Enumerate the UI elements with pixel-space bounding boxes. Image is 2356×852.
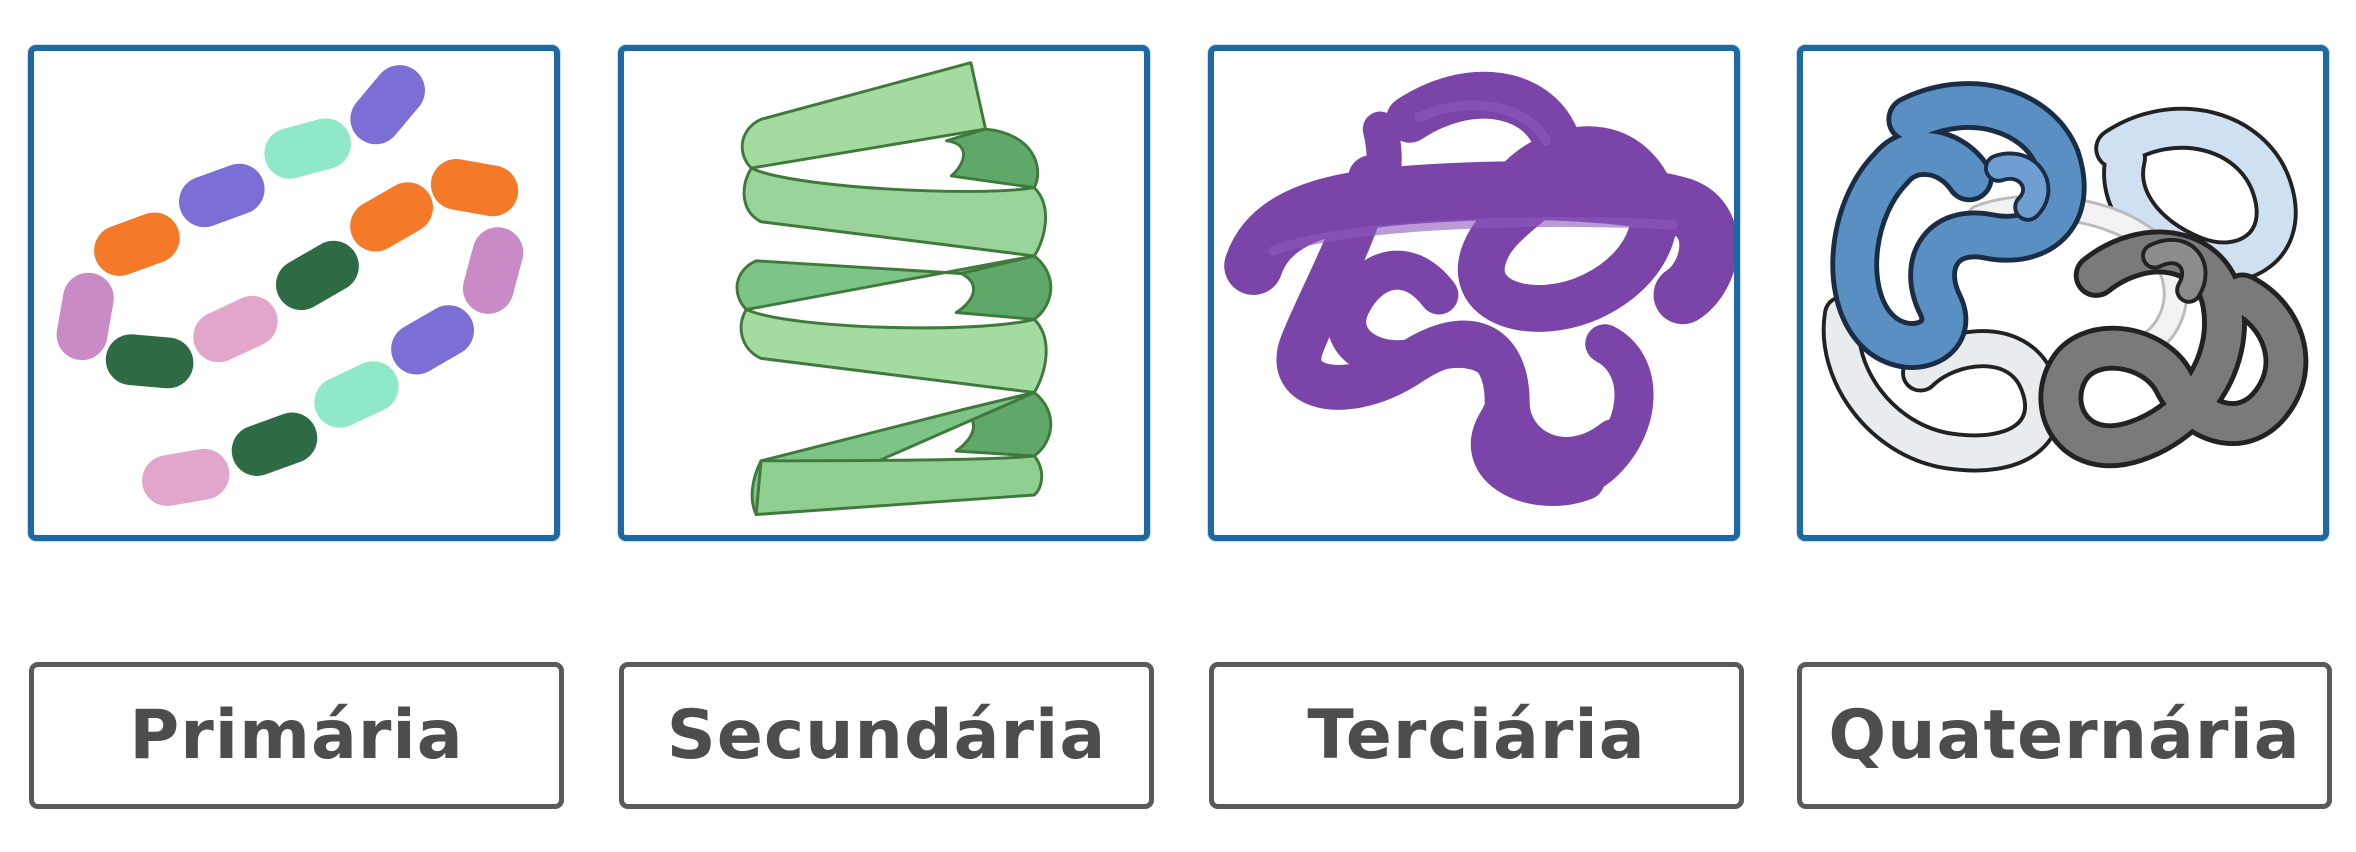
bead xyxy=(231,412,318,476)
bead xyxy=(142,448,230,507)
bead xyxy=(350,182,434,252)
tertiary-structure-illustration xyxy=(1224,71,1734,506)
bead xyxy=(193,295,278,363)
quaternary-structure-illustration xyxy=(1821,81,2309,473)
bead xyxy=(56,272,114,361)
bead xyxy=(94,212,180,276)
bead xyxy=(462,227,524,314)
label-primary-text: Primária xyxy=(129,696,464,775)
label-tertiary-text: Terciária xyxy=(1307,696,1646,775)
label-secondary: Secundária xyxy=(619,662,1154,809)
bead xyxy=(178,163,265,228)
label-tertiary: Terciária xyxy=(1209,662,1744,809)
quaternary-structure-panel xyxy=(1797,45,2329,541)
light-subunit-back xyxy=(1821,106,2298,473)
primary-structure-panel xyxy=(28,45,560,541)
bead xyxy=(350,65,425,145)
label-primary: Primária xyxy=(29,662,564,809)
bead xyxy=(264,118,351,179)
bead xyxy=(314,361,399,428)
bead xyxy=(105,334,194,389)
folded-polypeptide xyxy=(1224,71,1734,506)
fold-highlights xyxy=(1268,100,1678,256)
label-secondary-text: Secundária xyxy=(666,696,1107,775)
tertiary-structure-panel xyxy=(1208,45,1740,541)
primary-structure-illustration xyxy=(56,65,524,507)
amino-acid-chain xyxy=(56,65,524,507)
alpha-helix-ribbon xyxy=(735,61,1053,516)
bead xyxy=(275,240,359,311)
bead xyxy=(391,305,474,375)
bead xyxy=(430,159,519,217)
secondary-structure-panel xyxy=(618,45,1150,541)
label-quaternary-text: Quaternária xyxy=(1828,696,2301,775)
secondary-structure-illustration xyxy=(735,61,1053,516)
blue-subunit xyxy=(1830,81,2087,370)
gray-subunit xyxy=(2038,229,2309,469)
label-quaternary: Quaternária xyxy=(1797,662,2332,809)
